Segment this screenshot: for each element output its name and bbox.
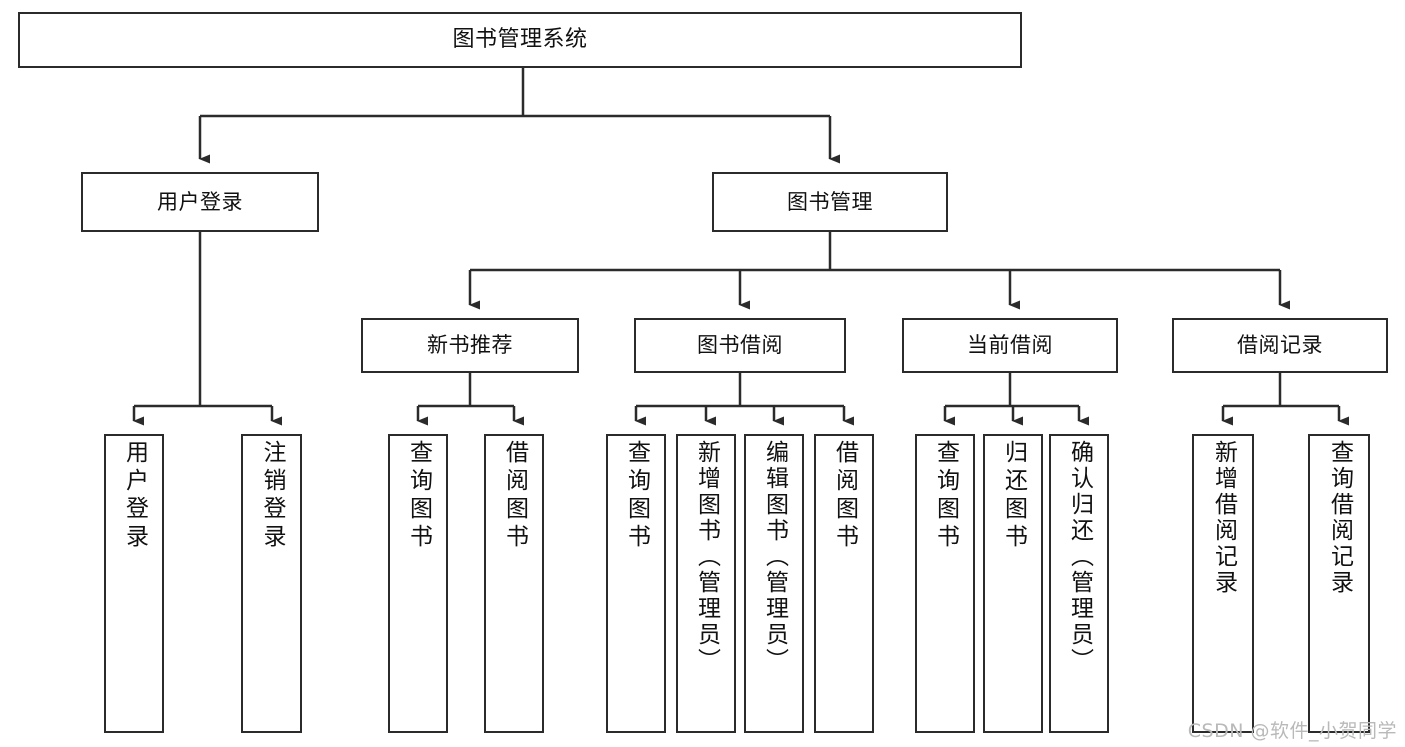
node-leaf3[interactable]: 查询图书 bbox=[388, 434, 448, 733]
node-label: 查询图书 bbox=[405, 440, 432, 552]
node-current[interactable]: 当前借阅 bbox=[902, 318, 1118, 373]
watermark-text: CSDN @软件_小贺同学 bbox=[1187, 720, 1397, 742]
node-leaf2[interactable]: 注销登录 bbox=[241, 434, 302, 733]
node-leaf6[interactable]: 新增图书（管理员） bbox=[676, 434, 736, 733]
node-label: 借阅记录 bbox=[1237, 333, 1323, 358]
node-leaf12[interactable]: 新增借阅记录 bbox=[1192, 434, 1254, 733]
node-label: 新书推荐 bbox=[427, 333, 513, 358]
node-bookmgmt[interactable]: 图书管理 bbox=[712, 172, 948, 232]
node-label: 归还图书 bbox=[1000, 440, 1027, 552]
node-newbook[interactable]: 新书推荐 bbox=[361, 318, 579, 373]
node-label: 当前借阅 bbox=[967, 333, 1053, 358]
node-label: 图书管理 bbox=[787, 189, 873, 214]
node-label: 用户登录 bbox=[121, 440, 148, 552]
node-label: 注销登录 bbox=[259, 440, 285, 552]
node-label: 查询图书 bbox=[623, 440, 650, 552]
node-leaf4[interactable]: 借阅图书 bbox=[484, 434, 544, 733]
node-label: 确认归还（管理员） bbox=[1066, 440, 1093, 674]
node-label: 用户登录 bbox=[157, 189, 243, 214]
node-label: 查询图书 bbox=[932, 440, 959, 552]
node-leaf7[interactable]: 编辑图书（管理员） bbox=[744, 434, 804, 733]
node-leaf8[interactable]: 借阅图书 bbox=[814, 434, 874, 733]
node-leaf13[interactable]: 查询借阅记录 bbox=[1308, 434, 1370, 733]
node-label: 图书管理系统 bbox=[452, 27, 588, 53]
node-leaf9[interactable]: 查询图书 bbox=[915, 434, 975, 733]
node-leaf11[interactable]: 确认归还（管理员） bbox=[1049, 434, 1109, 733]
node-records[interactable]: 借阅记录 bbox=[1172, 318, 1388, 373]
node-label: 新增借阅记录 bbox=[1210, 440, 1237, 596]
node-label: 借阅图书 bbox=[501, 440, 528, 552]
node-leaf1[interactable]: 用户登录 bbox=[104, 434, 164, 733]
node-label: 图书借阅 bbox=[697, 333, 783, 358]
node-login[interactable]: 用户登录 bbox=[81, 172, 319, 232]
node-leaf5[interactable]: 查询图书 bbox=[606, 434, 666, 733]
node-leaf10[interactable]: 归还图书 bbox=[983, 434, 1043, 733]
node-label: 新增图书（管理员） bbox=[693, 440, 720, 674]
node-root[interactable]: 图书管理系统 bbox=[18, 12, 1022, 68]
node-label: 查询借阅记录 bbox=[1326, 440, 1353, 596]
node-label: 编辑图书（管理员） bbox=[761, 440, 788, 674]
node-borrow[interactable]: 图书借阅 bbox=[634, 318, 846, 373]
node-label: 借阅图书 bbox=[831, 440, 858, 552]
